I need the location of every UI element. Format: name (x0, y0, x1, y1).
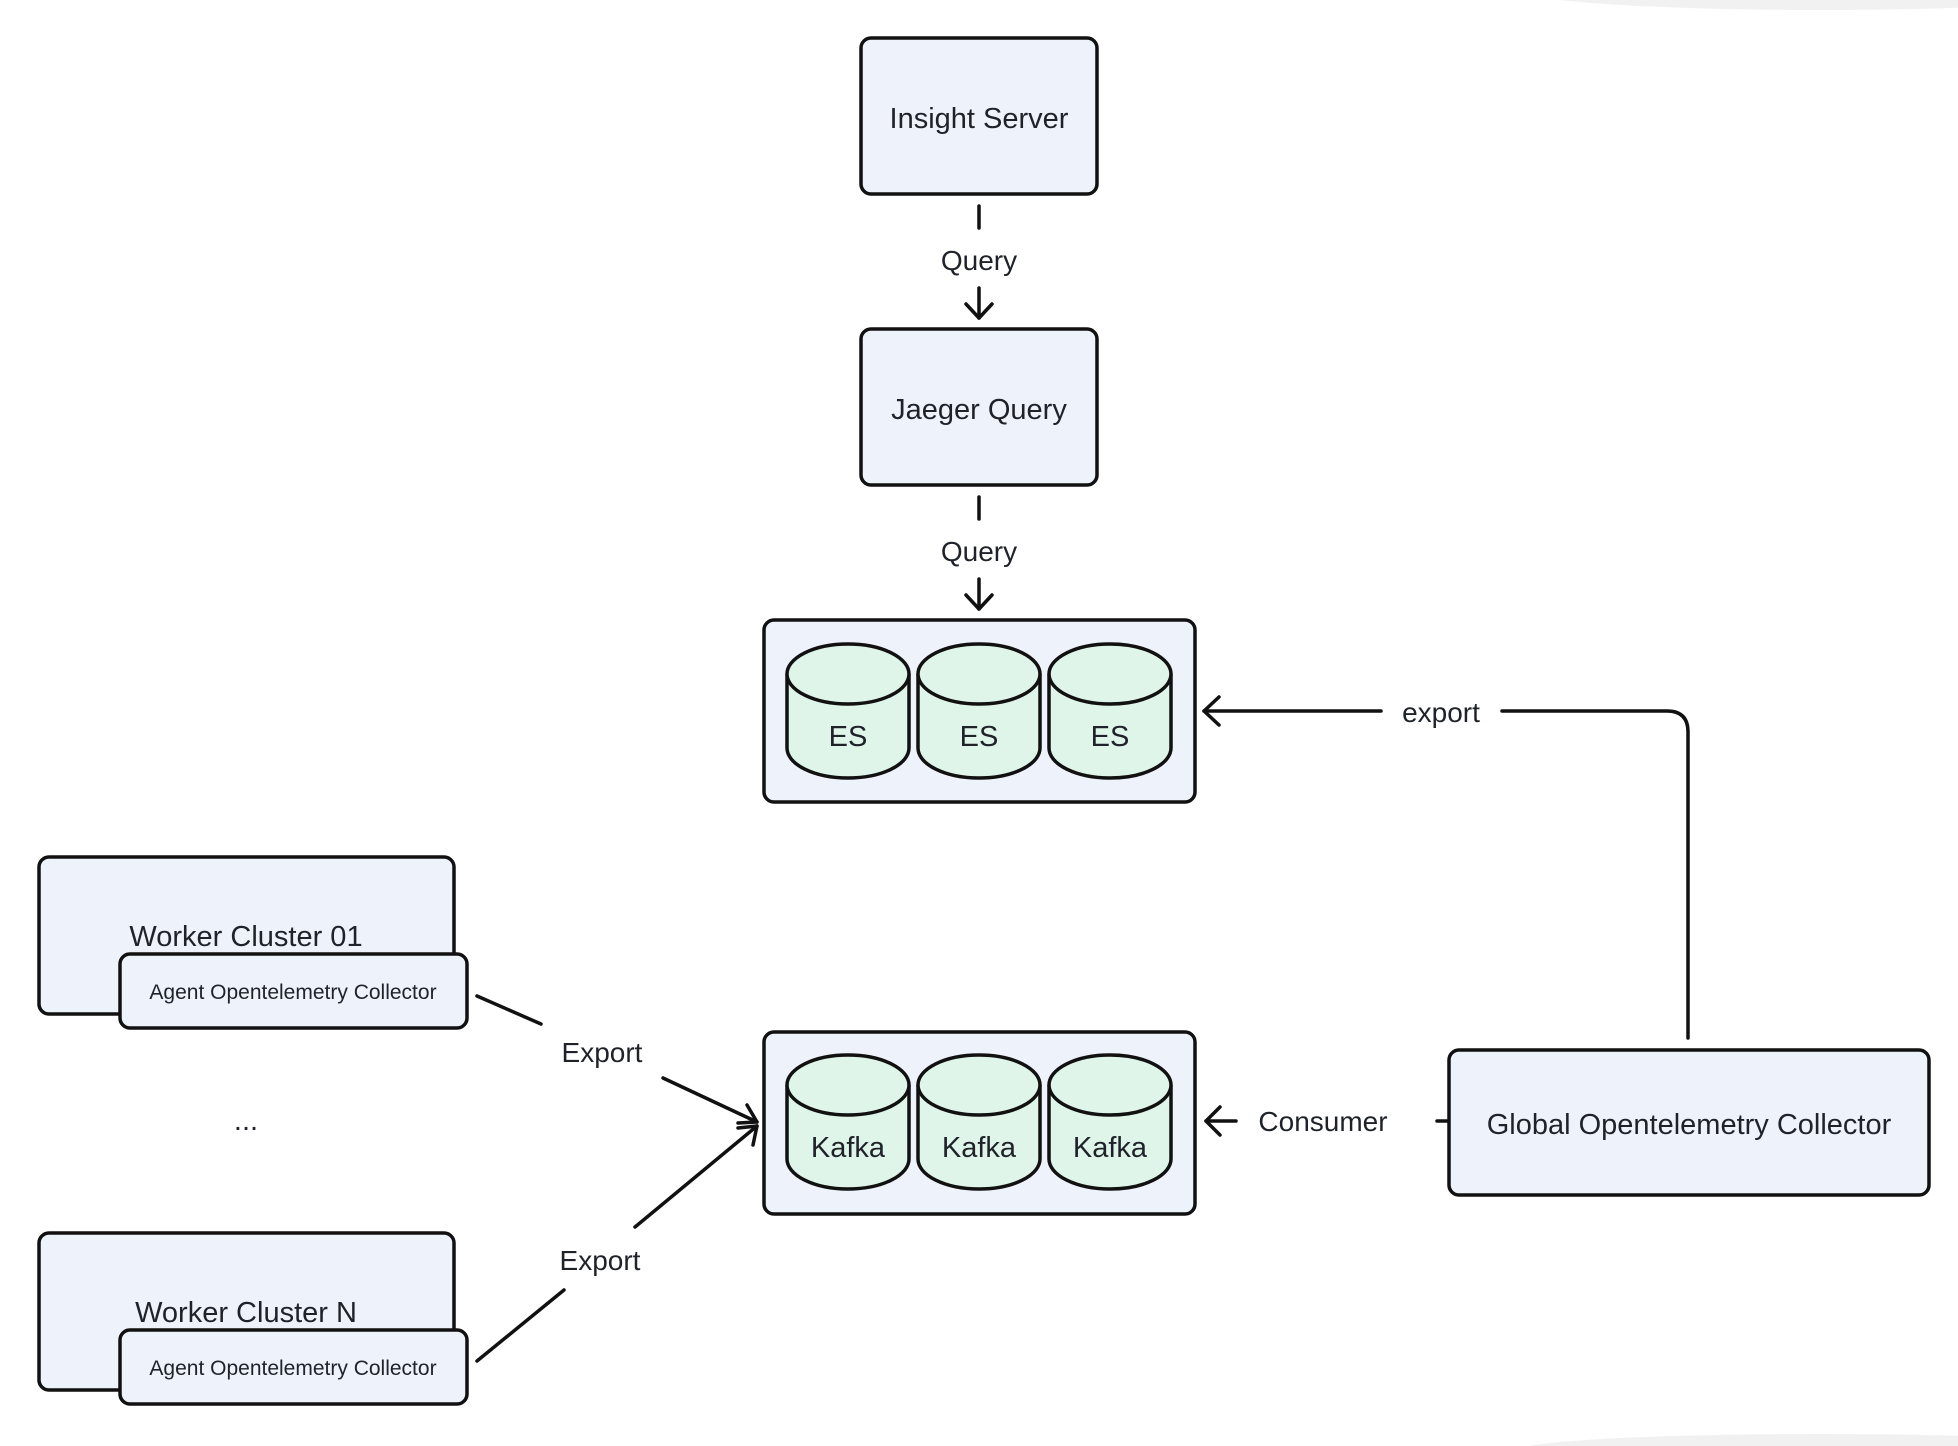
worker-cluster-n[interactable]: Worker Cluster N Agent Opentelemetry Col… (37, 1231, 469, 1406)
es-cylinder-2-label: ES (960, 721, 999, 753)
worker-cluster-n-label: Worker Cluster N (135, 1297, 357, 1329)
consumer-edge-label: Consumer (1258, 1106, 1387, 1137)
export-es-edge-label: export (1402, 697, 1480, 728)
export-n-edge-line-top (633, 1124, 759, 1229)
export-01-edge-line-bottom (661, 1076, 759, 1124)
export-n-edge: Export (475, 1124, 759, 1363)
query-edge-2: Query (941, 495, 1017, 611)
query-edge-1: Query (941, 204, 1017, 320)
es-cylinder-1-label: ES (829, 721, 868, 753)
kafka-cylinder-1: Kafka (785, 1053, 911, 1191)
kafka-cluster[interactable]: Kafka Kafka Kafka (762, 1030, 1197, 1216)
query-edge-1-label: Query (941, 245, 1017, 276)
es-cylinder-3: ES (1047, 642, 1173, 780)
kafka-cylinder-3: Kafka (1047, 1053, 1173, 1191)
insight-server-box (859, 36, 1099, 196)
es-cylinder-2: ES (916, 642, 1042, 780)
es-cylinder-1: ES (785, 642, 911, 780)
es-cylinder-3-label: ES (1091, 721, 1130, 753)
jaeger-query-box (859, 327, 1099, 487)
jaeger-query-label: Jaeger Query (891, 394, 1067, 426)
export-es-edge: export (1202, 695, 1690, 1040)
insight-server-node[interactable]: Insight Server (859, 36, 1099, 196)
worker-cluster-01[interactable]: Worker Cluster 01 Agent Opentelemetry Co… (37, 855, 469, 1030)
consumer-edge: Consumer (1204, 1105, 1469, 1137)
global-collector-box (1447, 1048, 1931, 1197)
kafka-cylinder-2-top (916, 1053, 1042, 1117)
es-cluster[interactable]: ES ES ES (762, 618, 1197, 804)
kafka-cylinder-2: Kafka (916, 1053, 1042, 1191)
global-collector-label: Global Opentelemetry Collector (1487, 1109, 1892, 1141)
es-cylinder-2-top (916, 642, 1042, 706)
query-edge-2-label: Query (941, 536, 1017, 567)
consumer-edge-arrowhead (1204, 1105, 1222, 1137)
kafka-cylinder-3-label: Kafka (1073, 1132, 1148, 1164)
agent-collector-n-label: Agent Opentelemetry Collector (149, 1357, 436, 1380)
agent-collector-01[interactable]: Agent Opentelemetry Collector (118, 952, 469, 1030)
worker-cluster-ellipsis: ... (234, 1105, 258, 1137)
corner-shadow-bottom (1529, 1434, 1958, 1446)
kafka-cylinder-1-label: Kafka (811, 1132, 886, 1164)
corner-shadow-top (1560, 0, 1958, 10)
jaeger-query-node[interactable]: Jaeger Query (859, 327, 1099, 487)
export-n-edge-line-bottom (475, 1288, 566, 1363)
export-es-edge-arrowhead (1202, 695, 1221, 727)
worker-cluster-01-label: Worker Cluster 01 (129, 921, 362, 953)
agent-collector-n-box (118, 1328, 469, 1406)
agent-collector-n[interactable]: Agent Opentelemetry Collector (118, 1328, 469, 1406)
kafka-cylinder-2-label: Kafka (942, 1132, 1017, 1164)
export-es-edge-line-right (1500, 709, 1690, 1040)
global-collector-node[interactable]: Global Opentelemetry Collector (1447, 1048, 1931, 1197)
agent-collector-01-label: Agent Opentelemetry Collector (149, 981, 436, 1004)
es-cylinder-3-top (1047, 642, 1173, 706)
es-cylinder-1-top (785, 642, 911, 706)
query-edge-2-arrowhead (964, 593, 994, 611)
insight-server-label: Insight Server (890, 103, 1069, 135)
export-n-edge-arrowhead (736, 1124, 759, 1147)
kafka-cylinder-1-top (785, 1053, 911, 1117)
export-01-edge-arrowhead (736, 1103, 759, 1125)
kafka-cylinder-3-top (1047, 1053, 1173, 1117)
query-edge-1-arrowhead (964, 302, 994, 320)
export-01-edge-line-top (475, 994, 543, 1026)
agent-collector-01-box (118, 952, 469, 1030)
export-n-edge-label: Export (560, 1245, 641, 1276)
export-01-edge-label: Export (562, 1037, 643, 1068)
export-01-edge: Export (475, 994, 759, 1125)
